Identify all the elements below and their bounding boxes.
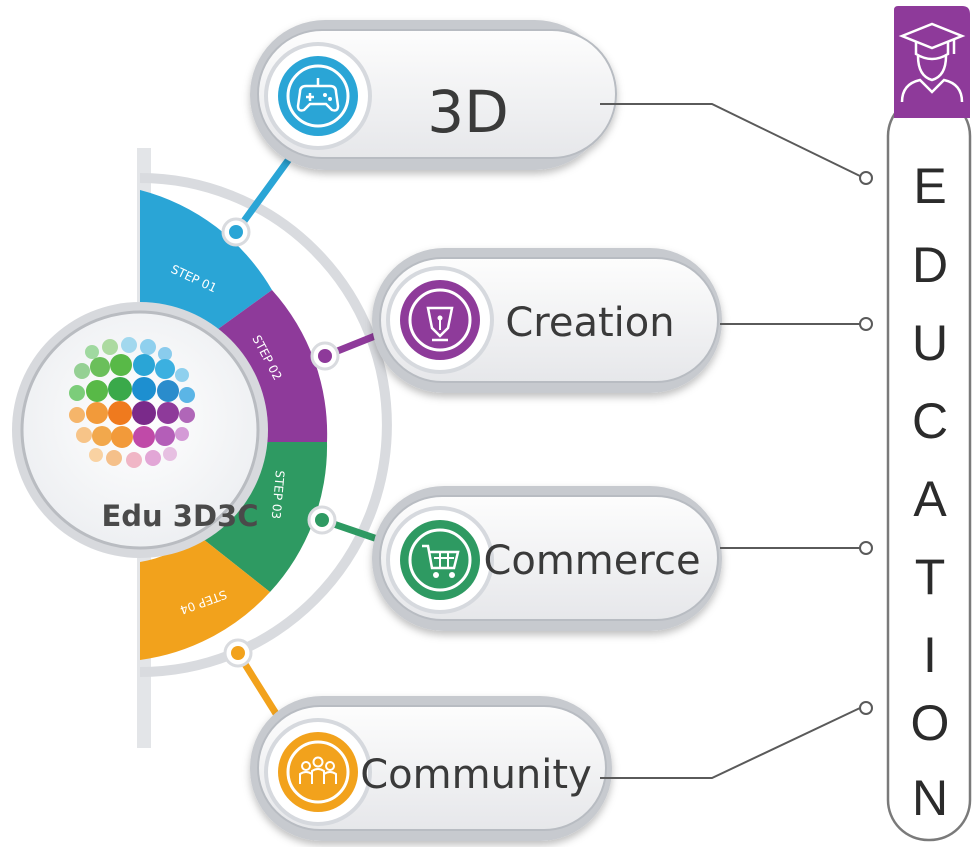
education-letter-u: U xyxy=(912,315,948,371)
step-02-segment xyxy=(196,290,328,442)
pen-nib-icon xyxy=(426,306,454,342)
center-title: Edu 3D3C xyxy=(101,499,258,533)
people-icon xyxy=(299,756,337,784)
education-letter-c: C xyxy=(912,393,948,449)
graduate-icon xyxy=(898,22,966,103)
education-bar xyxy=(886,6,972,842)
item-community xyxy=(250,696,612,841)
education-letter-e: E xyxy=(913,158,946,214)
item-creation xyxy=(372,248,722,393)
education-letter-i: I xyxy=(923,627,937,683)
step-01-segment xyxy=(140,190,272,345)
education-letter-t: T xyxy=(915,549,946,605)
gamepad-icon xyxy=(296,78,340,112)
item-3d-label: 3D xyxy=(427,78,509,146)
item-commerce-label: Commerce xyxy=(483,538,700,584)
education-letter-n: N xyxy=(912,770,948,826)
item-3d xyxy=(250,20,617,170)
steps-ring: STEP 01 STEP 02 STEP 03 STEP 04 xyxy=(139,173,392,677)
step-04-segment xyxy=(140,535,270,660)
center-hub: Edu 3D3C xyxy=(12,302,268,558)
education-letter-a: A xyxy=(913,471,947,527)
item-community-label: Community xyxy=(360,752,592,798)
education-letter-o: O xyxy=(911,695,950,751)
education-letters: E D U C A T I O N xyxy=(911,158,950,826)
education-letter-d: D xyxy=(912,237,948,293)
shopping-cart-icon xyxy=(422,544,460,578)
globe-logo xyxy=(69,337,195,468)
education-connectors xyxy=(600,103,873,779)
item-creation-label: Creation xyxy=(505,300,674,346)
step-03-label: STEP 03 xyxy=(269,470,287,520)
